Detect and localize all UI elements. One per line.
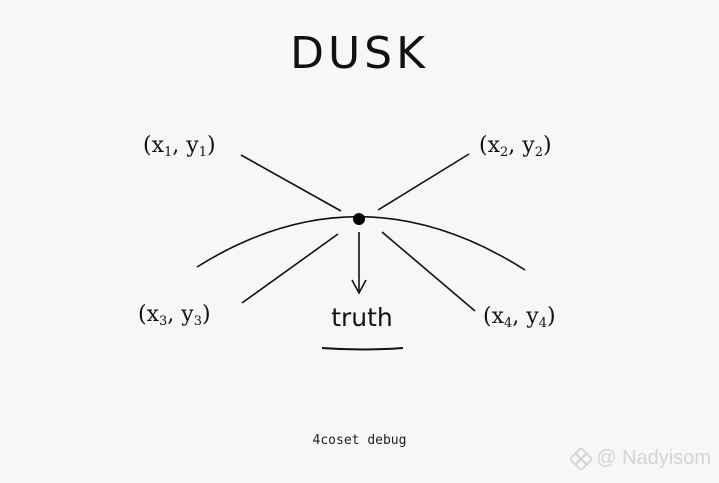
point-label-2: (x2, y2): [479, 133, 552, 160]
caption: 4coset debug: [312, 433, 407, 448]
watermark-text: @ Nadyisom: [596, 447, 711, 469]
watermark: @ Nadyisom: [570, 447, 711, 470]
truth-label: truth: [331, 303, 393, 332]
ray-3: [241, 233, 339, 304]
arc-curve: [196, 215, 526, 271]
point-label-1: (x1, y1): [143, 133, 216, 160]
arrow-head: [351, 279, 367, 295]
binance-square-icon: [570, 447, 593, 470]
ray-4: [381, 231, 476, 312]
ray-2: [377, 153, 470, 211]
center-point: [353, 213, 365, 225]
ray-1: [240, 154, 342, 212]
diagram-title: DUSK: [290, 28, 429, 79]
point-label-3: (x3, y3): [138, 302, 211, 329]
point-label-4: (x4, y4): [483, 304, 556, 331]
truth-underline: [321, 347, 404, 351]
